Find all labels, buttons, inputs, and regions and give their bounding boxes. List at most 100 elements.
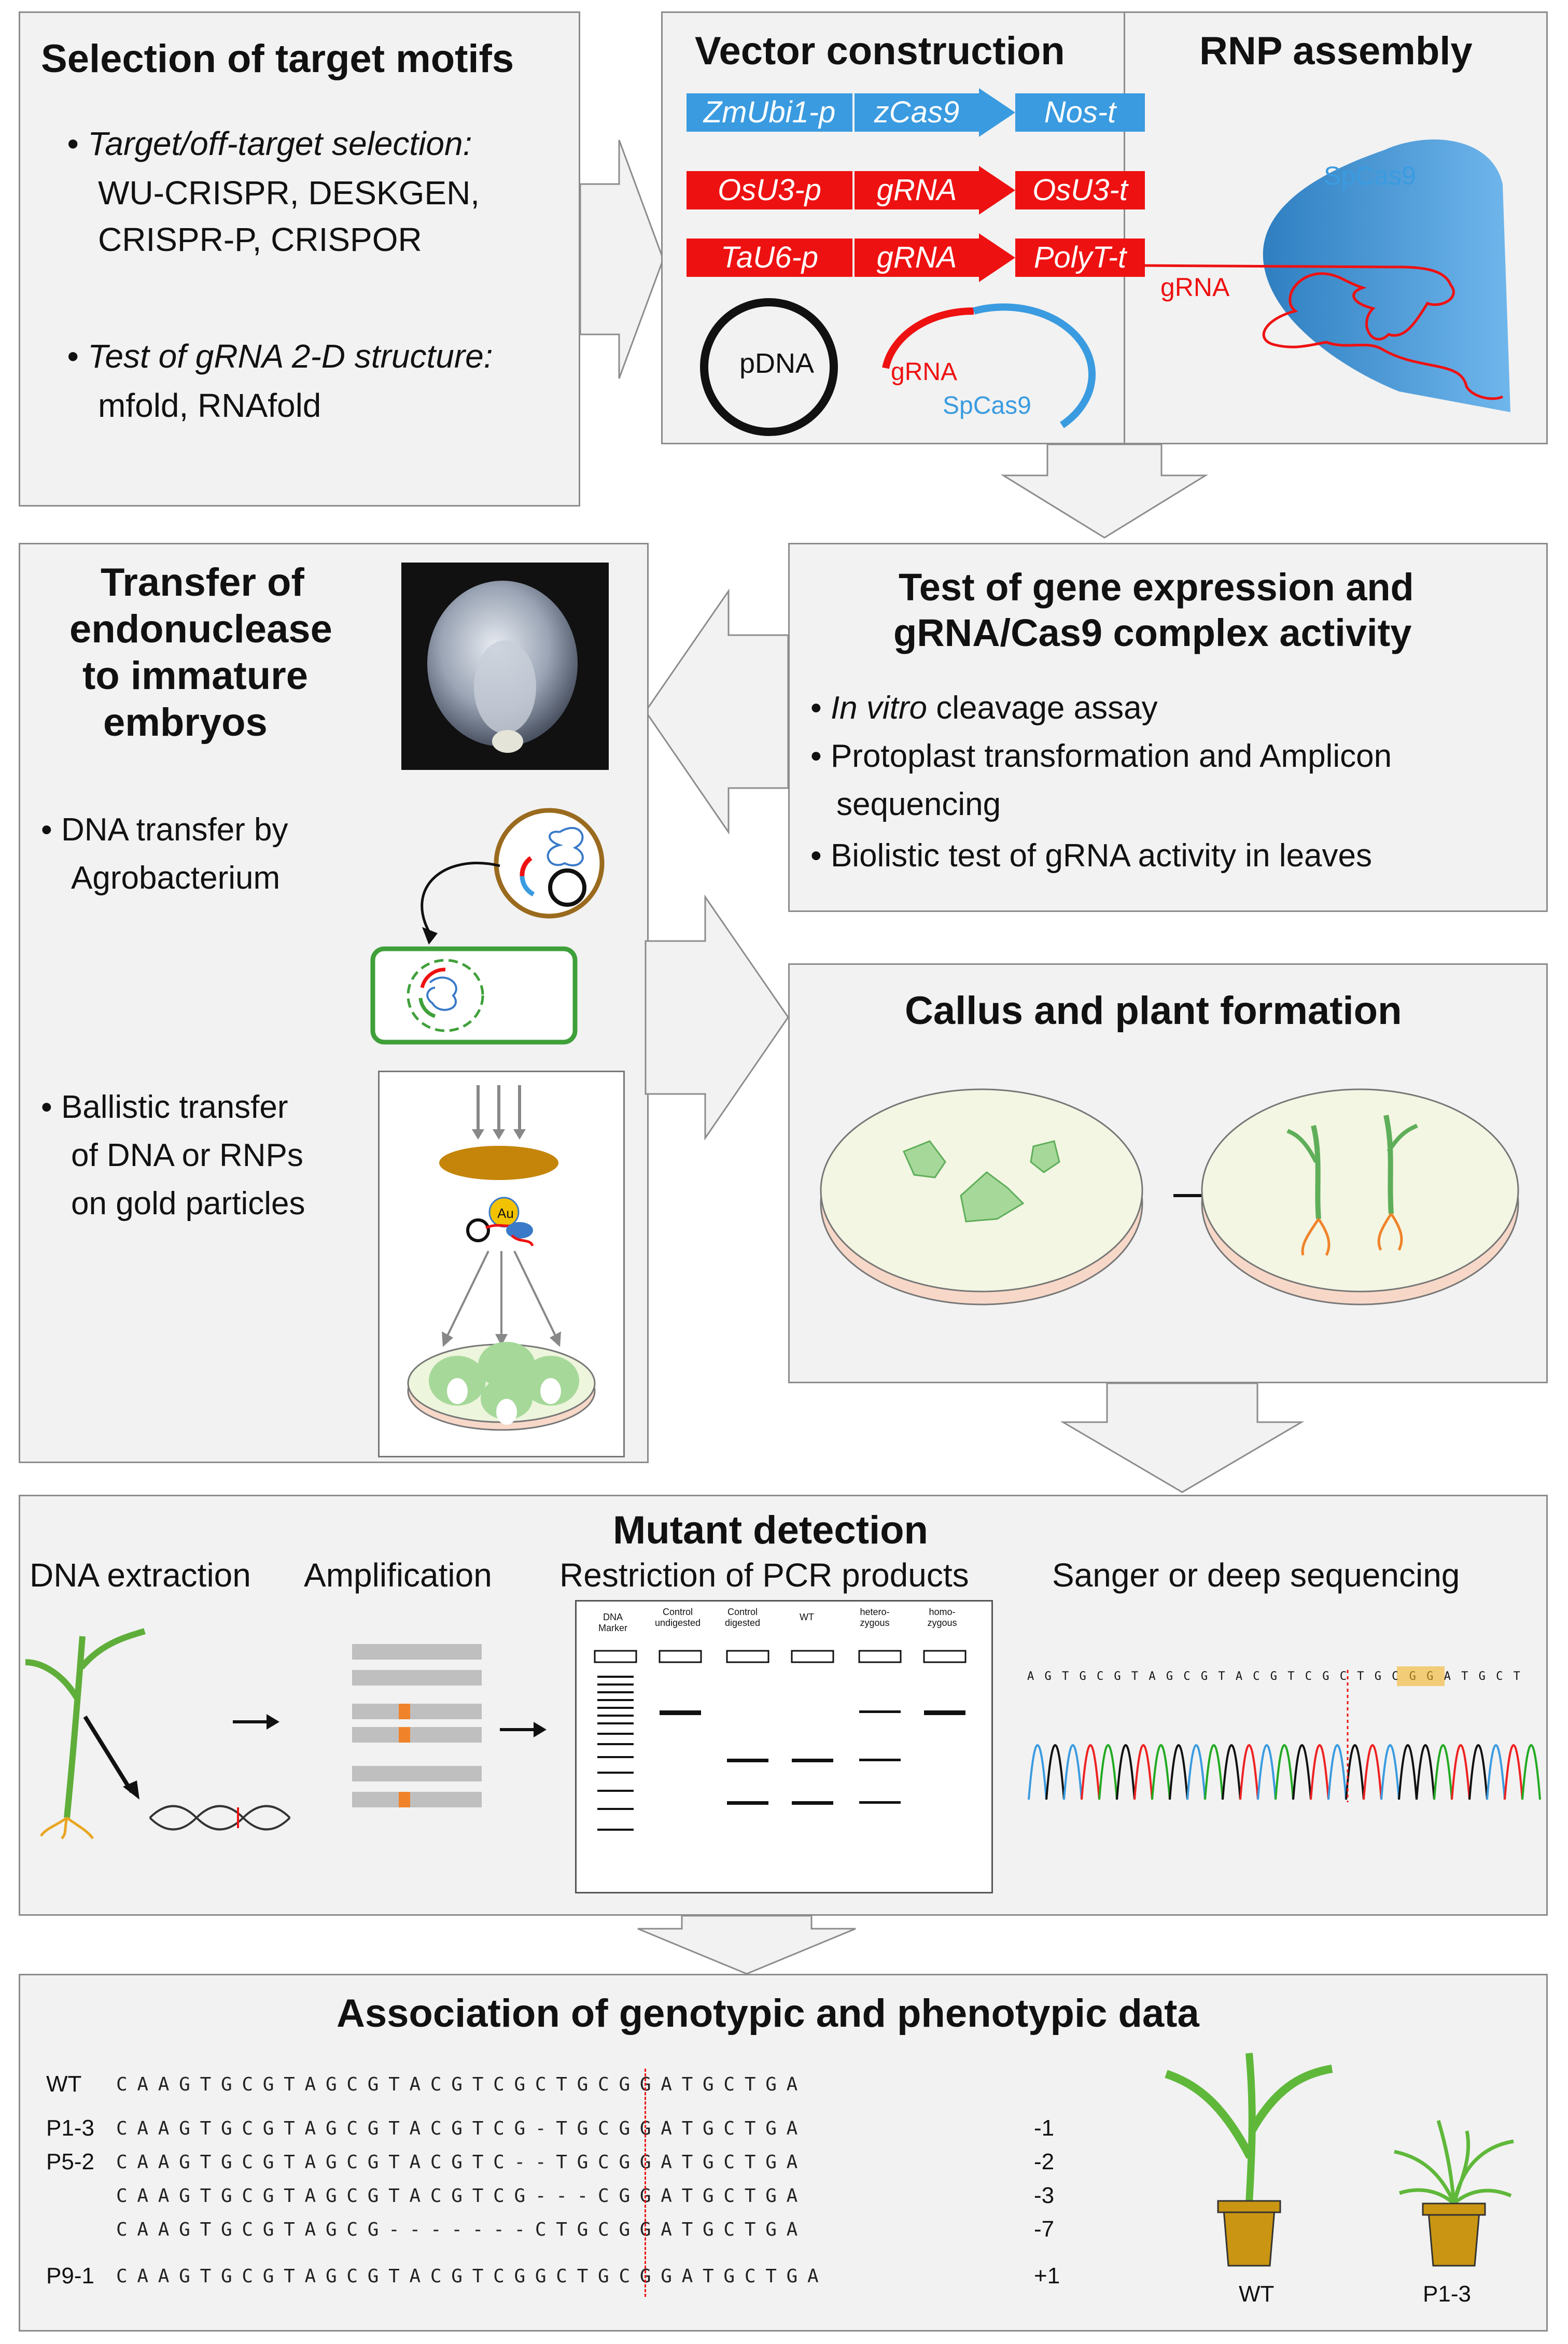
genotype-row-seq-0: CAAGTGCGTAGCGTACGTCGCTGCGGATGCTGA: [116, 2074, 807, 2095]
promoter-zmubi1: ZmUbi1-p: [687, 93, 852, 132]
chromatogram-sequence: AGTGCGTAGCGTACGTCGCTGCGGATGCT: [1027, 1670, 1531, 1683]
grna-cas9-arc-icon: [882, 303, 1096, 428]
arrow-down-2: [1060, 1382, 1305, 1493]
terminator-osu3: OsU3-t: [1015, 171, 1145, 209]
test-bullet1: • In vitro cleavage assay: [810, 690, 1158, 726]
vector-title: Vector construction: [695, 29, 1065, 73]
terminator-nos: Nos-t: [1015, 93, 1145, 132]
genotype-row-label-0: WT: [46, 2071, 82, 2097]
test-bullet3: • Biolistic test of gRNA activity in lea…: [810, 838, 1373, 874]
arrow-head-row2: [979, 166, 1015, 215]
transfer-bullet1-line2: Agrobacterium: [71, 860, 281, 896]
vector-grna-label: gRNA: [891, 358, 958, 386]
mutant-step-amplification: Amplification: [304, 1556, 492, 1594]
gold-particle-label: Au: [497, 1205, 514, 1221]
genotype-row-seq-3: CAAGTGCGTAGCGTACGTCG---CGGATGCTGA: [116, 2185, 807, 2207]
test-bullet1-rest: cleavage assay: [927, 690, 1158, 726]
rnp-spcas9-label: SpCas9: [1324, 161, 1416, 190]
terminator-polyt: PolyT-t: [1015, 238, 1145, 277]
vector-spcas9-label: SpCas9: [943, 392, 1031, 419]
seedling-dna-icon: [25, 1628, 291, 1840]
promoter-tau6: TaU6-p: [687, 238, 852, 277]
association-title: Association of genotypic and phenotypic …: [337, 1991, 1199, 2036]
cut-site-line: [645, 2069, 646, 2297]
arrow-left-1: [645, 588, 789, 835]
rnp-title: RNP assembly: [1199, 29, 1473, 73]
transfer-title-line2: endonuclease: [69, 607, 332, 651]
arrow-head-row1: [979, 88, 1015, 137]
mutant-step-sequencing: Sanger or deep sequencing: [1052, 1556, 1460, 1594]
genotype-row-seq-1: CAAGTGCGTAGCGTACGTCG-TGCGGATGCTGA: [116, 2118, 807, 2139]
selection-title: Selection of target motifs: [41, 37, 514, 81]
chromatogram-icon: [1028, 1670, 1541, 1802]
gel-lane-label-wt: WT: [800, 1612, 814, 1622]
transfer-title-line1: Transfer of: [101, 560, 304, 605]
embryo-icon: [427, 581, 578, 753]
transfer-bullet1-line1: • DNA transfer by: [41, 812, 288, 848]
vector-rnp-panel: Vector construction RNP assembly ZmUbi1-…: [661, 11, 1548, 444]
callus-dishes-icon: [820, 1088, 1519, 1306]
transfer-bullet1-text: DNA transfer by: [61, 812, 288, 848]
genotype-row-indel-5: +1: [1034, 2263, 1060, 2289]
arrow-down-3: [637, 1915, 856, 1975]
association-panel: Association of genotypic and phenotypic …: [19, 1974, 1548, 2332]
mutant-plant-icon: [1394, 2120, 1514, 2267]
gel-bands-icon: [594, 1650, 967, 1831]
pam-highlight: [1397, 1666, 1445, 1686]
selection-bullet2-line: mfold, RNAfold: [98, 387, 321, 424]
arrow-head-row3: [979, 233, 1015, 282]
genotype-row-indel-2: -2: [1034, 2149, 1055, 2174]
test-title-line1: Test of gene expression and: [899, 566, 1414, 609]
transfer-bullet2-text: Ballistic transfer: [61, 1089, 288, 1125]
transfer-title-line3: to immature: [82, 654, 308, 698]
genotype-row-indel-1: -1: [1034, 2115, 1055, 2141]
transfer-bullet2-line1-text: • Ballistic transfer: [41, 1089, 288, 1125]
arrow-right-2: [645, 894, 789, 1141]
ballistic-diagram-icon: [407, 1085, 596, 1431]
plant-label-wt: WT: [1239, 2281, 1275, 2307]
selection-bullet1: • Target/off-target selection:: [67, 125, 472, 162]
gel-lane-label-digested: Control digested: [724, 1607, 761, 1628]
pdna-label: pDNA: [739, 348, 815, 379]
mutant-title: Mutant detection: [613, 1508, 928, 1552]
arrow-down-1: [1000, 443, 1209, 539]
test-bullet2-line2: sequencing: [836, 787, 1001, 822]
panel-divider: [1124, 13, 1125, 444]
test-bullet3-text: Biolistic test of gRNA activity in leave…: [830, 838, 1373, 874]
genotype-row-seq-4: CAAGTGCGTAGCG-------CTGCGGATGCTGA: [116, 2219, 807, 2240]
gel-panel: DNA Marker Control undigested Control di…: [575, 1600, 993, 1893]
mutant-step-restriction: Restriction of PCR products: [559, 1556, 969, 1594]
gene-grna-1: gRNA: [855, 171, 979, 209]
genotype-row-seq-2: CAAGTGCGTAGCGTACGTC--TGCGGATGCTGA: [116, 2152, 807, 2173]
test-bullet2-line1: • Protoplast transformation and Amplicon: [810, 738, 1392, 774]
selection-bullet1-heading: Target/off-target selection:: [88, 125, 472, 162]
transfer-title-line4: embryos: [103, 700, 268, 745]
callus-panel: Callus and plant formation: [788, 963, 1548, 1383]
ballistic-diagram-box: Au: [378, 1071, 625, 1457]
amplification-bands-icon: [352, 1644, 482, 1807]
gel-lane-label-undigested: Control undigested: [654, 1607, 701, 1628]
arrow-small-2: [500, 1722, 547, 1737]
mutant-step-dna-extraction: DNA extraction: [30, 1556, 251, 1594]
transfer-bullet2-line3: on gold particles: [71, 1186, 305, 1222]
gel-lane-label-heterozygous: hetero-zygous: [860, 1607, 890, 1628]
selection-bullet1-line1: WU-CRISPR, DESKGEN,: [98, 174, 480, 212]
wt-plant-icon: [1165, 2053, 1333, 2267]
gene-zcas9: zCas9: [855, 93, 979, 132]
selection-bullet2-heading: Test of gRNA 2-D structure:: [88, 338, 493, 375]
selection-bullet1-line2: CRISPR-P, CRISPOR: [98, 221, 422, 258]
agrobacterium-diagram-icon: [370, 808, 605, 1045]
selection-bullet2: • Test of gRNA 2-D structure:: [67, 338, 493, 375]
genotype-row-indel-3: -3: [1034, 2183, 1055, 2208]
pdna-circle-icon: [700, 298, 838, 436]
rnp-grna-label: gRNA: [1160, 273, 1230, 302]
test-bullet1-italic: In vitro: [830, 690, 927, 726]
gel-lane-label-marker: DNA Marker: [598, 1612, 627, 1633]
genotype-row-label-5: P9-1: [46, 2263, 94, 2289]
gene-grna-2: gRNA: [855, 238, 979, 277]
embryo-photo: [401, 563, 609, 770]
genotype-row-seq-5: CAAGTGCGTAGCGTACGTCGGCTGCGGATGCTGA: [116, 2266, 829, 2287]
test-bullet2-text: Protoplast transformation and Amplicon: [830, 738, 1392, 774]
transfer-panel: Transfer of endonuclease to immature emb…: [19, 543, 649, 1463]
test-panel: Test of gene expression and gRNA/Cas9 co…: [788, 543, 1548, 912]
